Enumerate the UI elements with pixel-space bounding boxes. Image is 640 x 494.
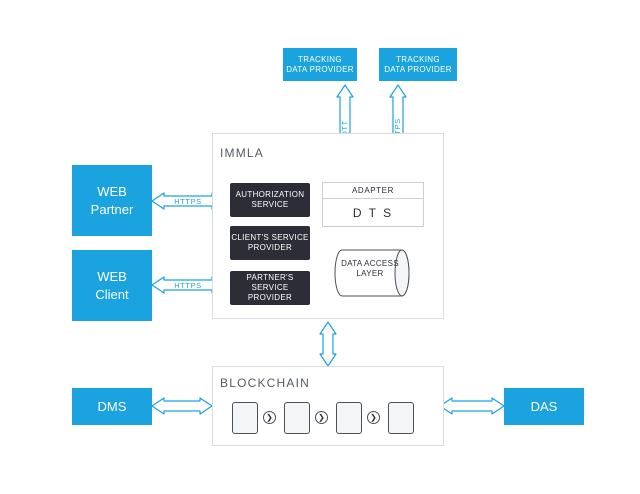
clients-line1: CLIENT'S SERVICE — [231, 233, 309, 242]
authorization-service: AUTHORIZATION SERVICE — [230, 183, 310, 217]
chain-link-icon-2: ❯ — [315, 411, 328, 424]
tracking-data-provider-2: TRACKING DATA PROVIDER — [379, 48, 457, 81]
immla-title: IMMLA — [220, 146, 265, 160]
tracking-1-line2: DATA PROVIDER — [286, 64, 354, 74]
https-web-client-label: HTTPS — [174, 281, 202, 290]
adapter-label: ADAPTER — [323, 183, 423, 199]
chain-block-3 — [336, 402, 362, 434]
data-access-line1: DATA ACCESS — [341, 259, 399, 268]
clients-service-provider: CLIENT'S SERVICE PROVIDER — [230, 226, 310, 260]
partners-line2: PROVIDER — [247, 293, 293, 302]
clients-line2: PROVIDER — [247, 243, 293, 252]
chain-block-1 — [232, 402, 258, 434]
web-client-box: WEB Client — [72, 250, 152, 321]
dts-label: D T S — [352, 206, 394, 220]
data-access-layer-shape — [334, 249, 410, 297]
das-blockchain-arrow — [439, 397, 505, 415]
web-client-line2: Client — [95, 286, 129, 302]
partners-line1: PARTNER'S SERVICE — [246, 273, 294, 292]
chain-block-4 — [388, 402, 414, 434]
tracking-2-line1: TRACKING — [396, 54, 440, 64]
data-access-line2: LAYER — [356, 269, 384, 279]
das-box: DAS — [504, 388, 584, 425]
chain-link-icon-1: ❯ — [263, 411, 276, 424]
authorization-line2: SERVICE — [251, 200, 289, 209]
chain-link-icon-3: ❯ — [367, 411, 380, 424]
tracking-data-provider-1: TRACKING DATA PROVIDER — [283, 48, 357, 81]
web-partner-line1: WEB — [97, 183, 127, 199]
data-access-layer-label: DATA ACCESS LAYER — [336, 259, 404, 280]
tracking-1-line1: TRACKING — [298, 54, 342, 64]
immla-blockchain-arrow — [319, 321, 337, 367]
tracking-2-line2: DATA PROVIDER — [384, 64, 452, 74]
web-client-line1: WEB — [97, 268, 127, 284]
partners-service-provider: PARTNER'S SERVICE PROVIDER — [230, 271, 310, 305]
blockchain-title: BLOCKCHAIN — [220, 376, 311, 390]
https-web-partner-label: HTTPS — [174, 197, 202, 206]
web-partner-line2: Partner — [90, 201, 134, 217]
dms-blockchain-arrow — [151, 397, 213, 415]
dms-box: DMS — [72, 388, 152, 425]
web-partner-box: WEB Partner — [72, 165, 152, 236]
adapter-dts-box: ADAPTER D T S — [322, 182, 424, 227]
chain-block-2 — [284, 402, 310, 434]
authorization-line1: AUTHORIZATION — [235, 190, 305, 199]
